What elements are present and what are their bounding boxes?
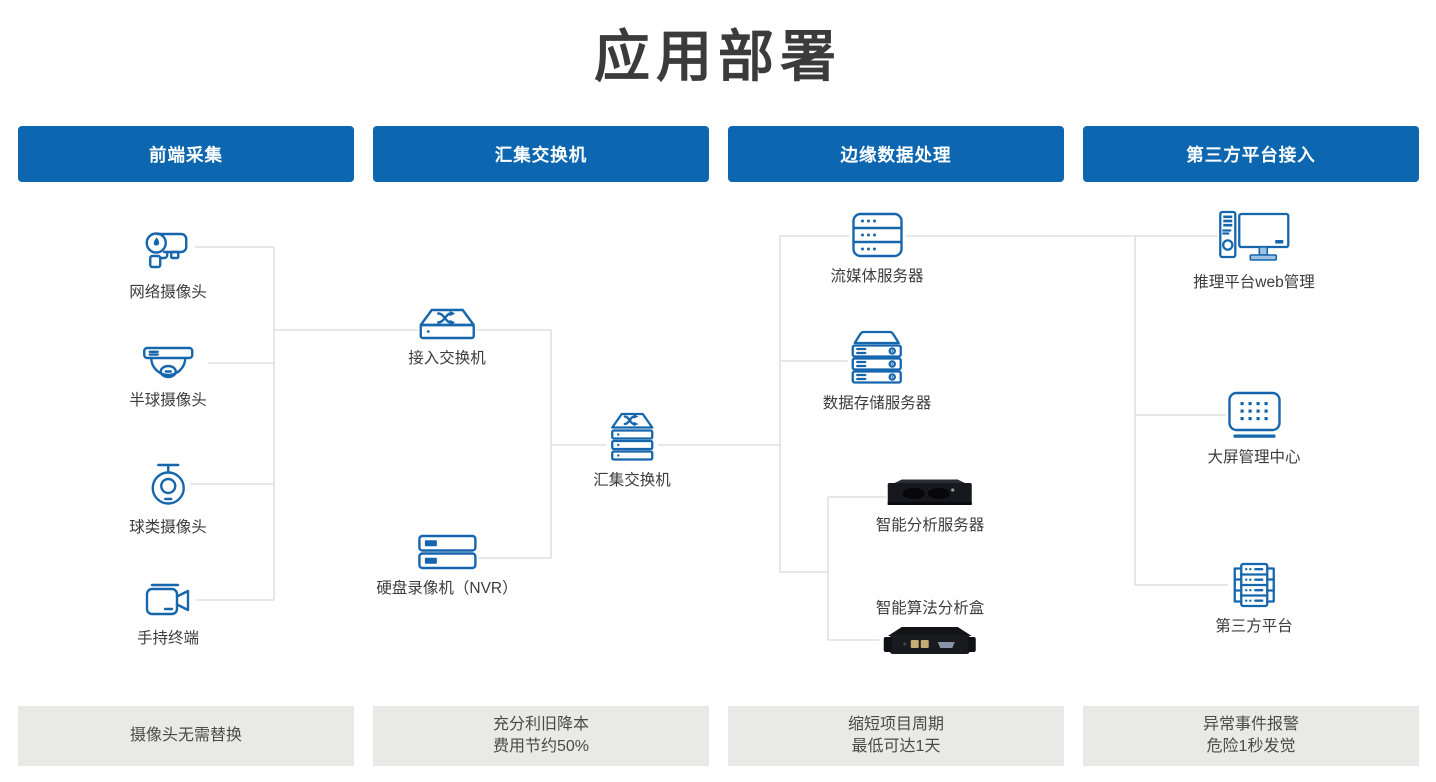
node-label: 智能分析服务器 [875, 517, 985, 534]
footer-card-third-party-access: 异常事件报警 危险1秒发觉 [1083, 706, 1419, 766]
node-label: 球类摄像头 [129, 519, 207, 536]
node-algorithm-box: 智能算法分析盒 [875, 596, 985, 658]
footer-line: 费用节约50% [492, 738, 590, 755]
footer-card-aggregation-switch: 充分利旧降本 费用节约50% [373, 706, 709, 766]
ptz-camera-icon [145, 461, 190, 509]
node-label: 流媒体服务器 [830, 268, 924, 285]
node-storage-server: 数据存储服务器 [822, 329, 932, 413]
node-handheld-terminal: 手持终端 [137, 582, 199, 648]
storage-server-icon [847, 329, 906, 385]
node-label: 推理平台web管理 [1193, 274, 1315, 291]
footer-line: 摄像头无需替换 [129, 726, 242, 744]
node-access-switch: 接入交换机 [408, 308, 486, 368]
column-header-aggregation-switch: 汇集交换机 [373, 126, 709, 182]
node-big-screen-center: 大屏管理中心 [1207, 391, 1301, 467]
node-label: 网络摄像头 [129, 284, 207, 301]
switch-icon [417, 308, 476, 340]
column-header-edge-processing: 边缘数据处理 [728, 126, 1064, 182]
node-analysis-server: 智能分析服务器 [875, 479, 985, 535]
node-third-party: 第三方平台 [1215, 562, 1293, 636]
analysis-box-photo [879, 624, 980, 658]
node-aggregation-switch: 汇集交换机 [593, 412, 671, 490]
node-label: 汇集交换机 [593, 472, 671, 489]
video-camera-icon [142, 582, 193, 620]
node-media-server: 流媒体服务器 [830, 212, 924, 286]
footer-line: 充分利旧降本 [492, 715, 589, 733]
footer-line: 最低可达1天 [851, 738, 941, 755]
node-network-camera: 网络摄像头 [129, 226, 207, 302]
column-header-front-collection: 前端采集 [18, 126, 354, 182]
nvr-icon [415, 534, 478, 570]
footer-card-front-collection: 摄像头无需替换 [18, 706, 354, 766]
footer-line: 异常事件报警 [1202, 715, 1299, 733]
node-label: 智能算法分析盒 [875, 600, 985, 617]
desktop-computer-icon [1218, 210, 1290, 264]
rack-server-photo [886, 479, 973, 507]
node-ball-camera: 球类摄像头 [129, 461, 207, 537]
node-label: 半球摄像头 [129, 392, 207, 409]
bullet-camera-icon [141, 226, 194, 274]
node-nvr: 硬盘录像机（NVR） [376, 534, 518, 598]
node-web-management: 推理平台web管理 [1193, 210, 1315, 292]
footer-line: 缩短项目周期 [847, 715, 944, 733]
column-header-third-party-access: 第三方平台接入 [1083, 126, 1419, 182]
footer-card-edge-processing: 缩短项目周期 最低可达1天 [728, 706, 1064, 766]
stacked-switch-icon [605, 412, 658, 462]
server-rack-icon [1227, 562, 1280, 608]
node-label: 接入交换机 [408, 350, 486, 367]
node-label: 大屏管理中心 [1207, 449, 1301, 466]
header-row: 前端采集 汇集交换机 边缘数据处理 第三方平台接入 [18, 126, 1419, 182]
footer-row: 摄像头无需替换 充分利旧降本 费用节约50% 缩短项目周期 最低可达1天 异常事… [18, 706, 1419, 766]
node-label: 第三方平台 [1215, 618, 1293, 635]
led-screen-icon [1225, 391, 1282, 439]
footer-line: 危险1秒发觉 [1206, 738, 1296, 755]
dome-camera-icon [141, 346, 194, 382]
node-dome-camera: 半球摄像头 [129, 346, 207, 410]
node-label: 数据存储服务器 [822, 395, 932, 412]
node-label: 硬盘录像机（NVR） [376, 580, 518, 597]
node-label: 手持终端 [136, 630, 200, 647]
page-title: 应用部署 [594, 25, 842, 88]
server-icon [848, 212, 905, 258]
